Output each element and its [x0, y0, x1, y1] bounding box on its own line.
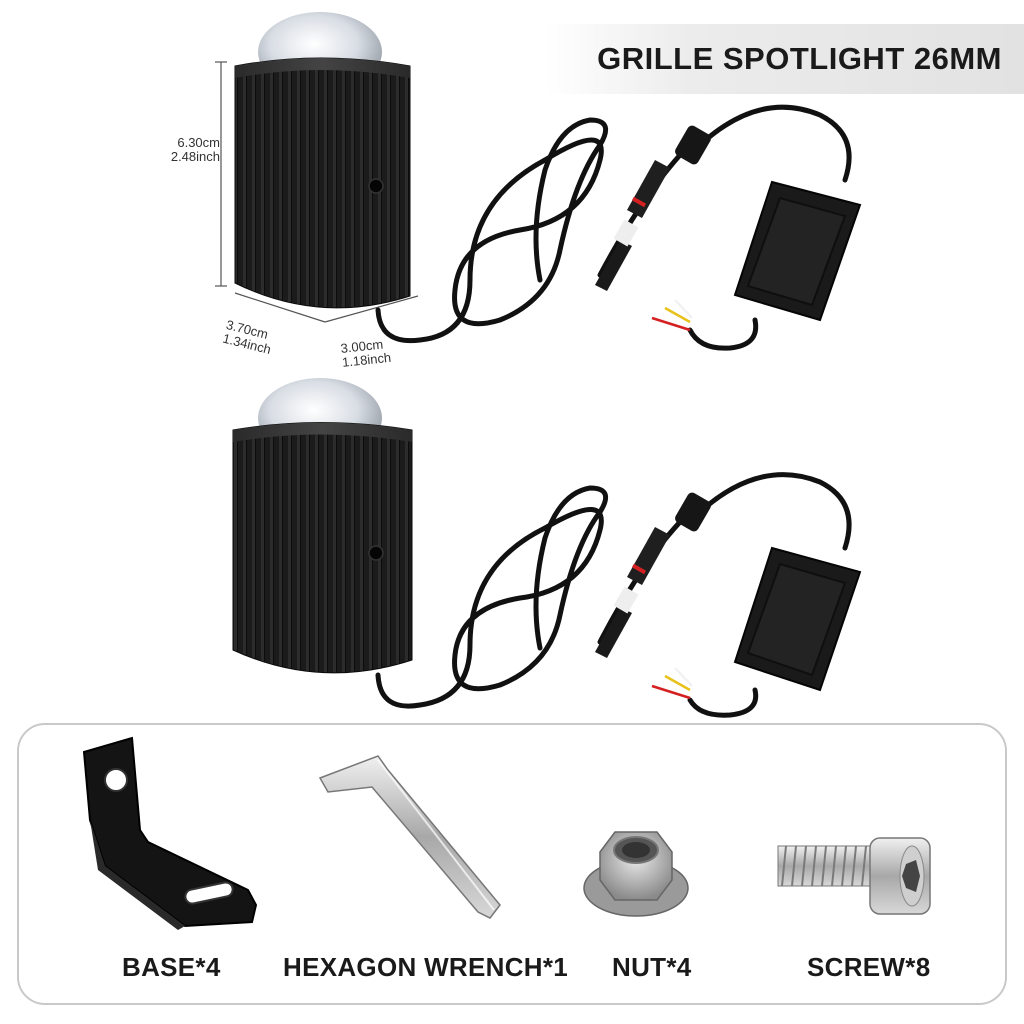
accessory-label-nut: NUT*4	[612, 952, 692, 982]
spotlight-unit-2	[232, 378, 413, 674]
title-banner: GRILLE SPOTLIGHT 26MM	[546, 24, 1024, 94]
connector-unit-2	[595, 492, 711, 658]
control-box-unit-2	[651, 546, 862, 700]
dimension-lines	[215, 61, 419, 323]
connector-unit-1	[595, 125, 711, 291]
dim-height-cm: 6.30cm	[177, 135, 220, 150]
product-illustration	[215, 12, 862, 718]
accessory-label-base: BASE*4	[122, 952, 221, 982]
dim-height-inch: 2.48inch	[170, 149, 220, 164]
dim-height: 6.30cm 2.48inch	[160, 136, 220, 164]
product-title: GRILLE SPOTLIGHT 26MM	[597, 41, 1002, 76]
dim-width: 3.00cm 1.18inch	[340, 337, 392, 370]
cable-unit-1	[375, 104, 852, 351]
accessory-label-wrench: HEXAGON WRENCH*1	[283, 952, 569, 982]
spotlight-unit-1	[234, 12, 411, 309]
accessory-label-screw: SCREW*8	[807, 952, 931, 982]
control-box-unit-1	[651, 180, 862, 332]
